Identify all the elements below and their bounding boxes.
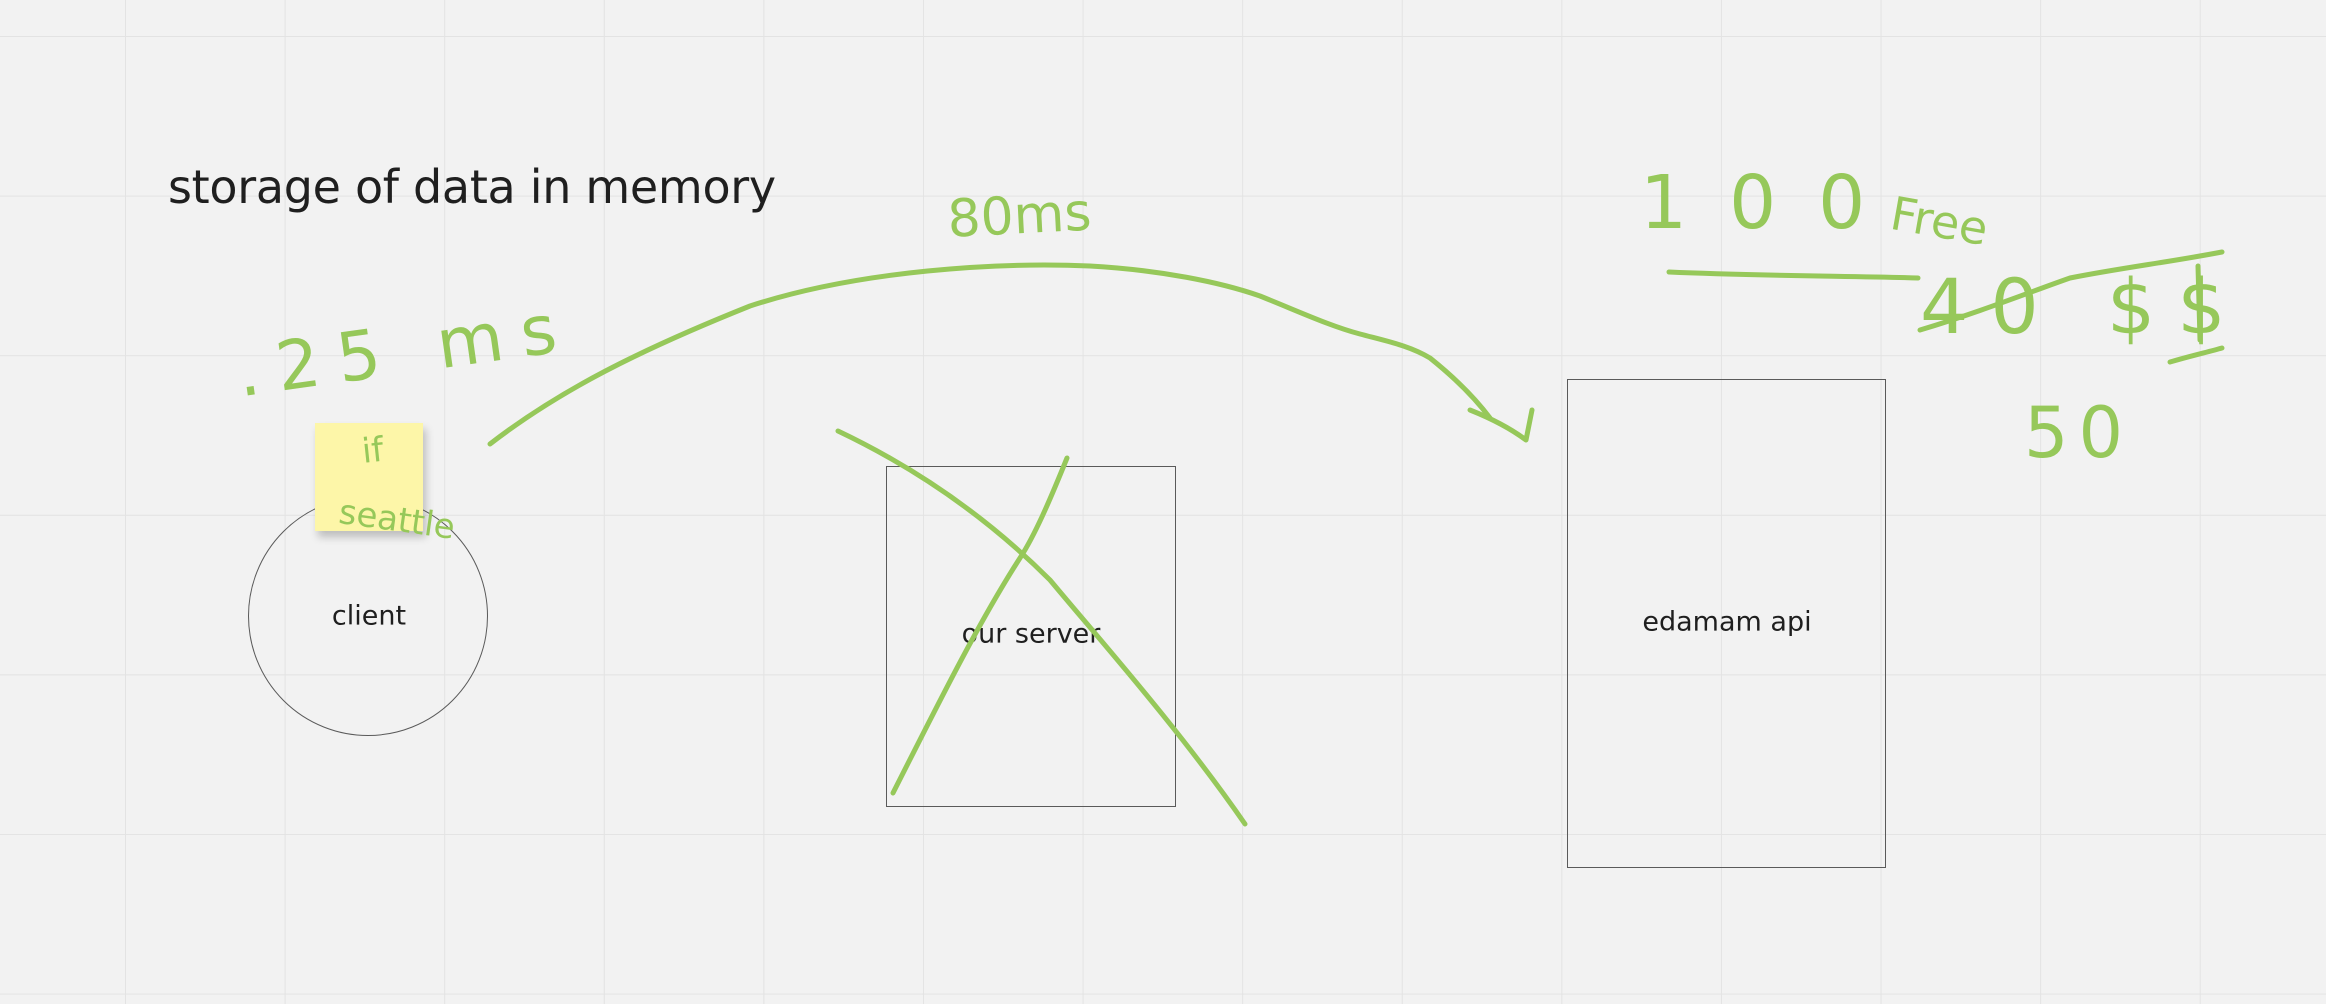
sticky-note-line1: if [360, 429, 386, 472]
api-label: edamam api [1642, 606, 1812, 638]
free-tier-count-annotation[interactable]: 100 [1640, 160, 1908, 246]
sticky-note[interactable] [315, 423, 423, 531]
server-label: our server [961, 618, 1101, 650]
free-tier-underline-stroke[interactable] [1666, 269, 1921, 281]
board-title[interactable]: storage of data in memory [168, 160, 776, 214]
price-annotation[interactable]: 40 $$ [1920, 262, 2248, 351]
request-arrow-stroke[interactable] [487, 262, 1493, 447]
request-arrow-head-stroke[interactable] [1467, 407, 1535, 443]
client-label: client [331, 600, 407, 632]
api-rect-shape[interactable] [1567, 379, 1886, 868]
extra-count-annotation[interactable]: 50 [2024, 392, 2134, 474]
client-latency-annotation[interactable]: .25 ms [232, 287, 580, 414]
request-latency-annotation[interactable]: 80ms [946, 182, 1093, 250]
